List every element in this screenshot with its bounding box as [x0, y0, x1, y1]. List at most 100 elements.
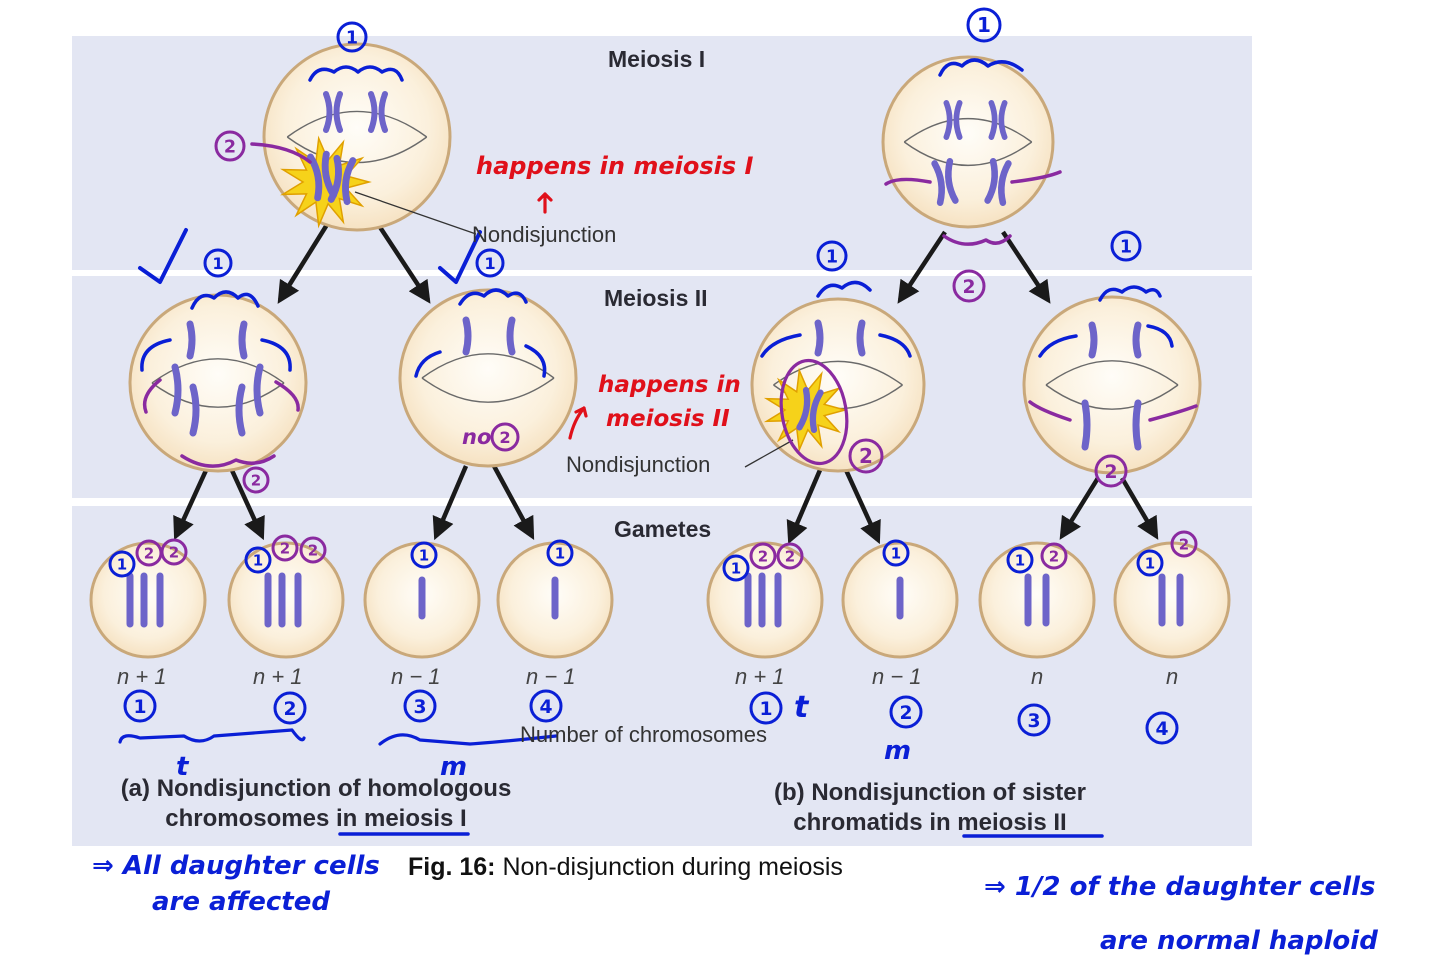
annotation-all-affected: ⇒ All daughter cells are affected	[92, 848, 380, 920]
gamete-marker-3: 2	[160, 538, 188, 566]
gamete-marker-8-digit: 1	[555, 544, 565, 562]
gamete-count-7: n	[1031, 664, 1044, 689]
arrow-2	[370, 213, 431, 304]
chromosome-meiosis1-b4-arm	[984, 158, 998, 204]
spindle-meiosis1-a	[286, 110, 428, 138]
move-arrow-11	[884, 177, 932, 186]
arrow-12	[1120, 476, 1159, 540]
brace-meiosis1-b	[938, 58, 1024, 77]
gamete-number-b-3-digit: 3	[1027, 711, 1040, 732]
gamete-number-a-2: 2	[273, 691, 307, 725]
circled-2-meiosis1-b: 2	[952, 269, 986, 303]
circled-2-meiosis1-b-digit: 2	[962, 277, 975, 298]
check-mark-1	[138, 228, 188, 284]
circled-1-meiosis2-d-digit: 1	[1120, 237, 1132, 257]
gamete-marker-6: 2	[299, 536, 327, 564]
gamete-number-a-4-ring	[529, 689, 563, 723]
gamete-marker-1: 1	[108, 550, 136, 578]
circled-2-meiosis2-a-digit: 2	[251, 471, 261, 489]
spindle-meiosis1-b	[903, 118, 1033, 143]
caption-a: (a) Nondisjunction of homologous chromos…	[86, 774, 546, 834]
caption-b-line2: chromatids in meiosis II	[793, 809, 1067, 836]
chromatid-m2d-3	[1081, 399, 1091, 451]
gamete-number-b-4: 4	[1145, 711, 1179, 745]
caption-b-line1: (b) Nondisjunction of sister	[774, 779, 1086, 806]
annotation-happens-meiosis-1: happens in meiosis I	[476, 152, 754, 180]
circled-1-meiosis2-b: 1	[475, 248, 505, 278]
gamete-number-a-1: 1	[123, 689, 157, 723]
gamete-marker-15: 1	[1136, 549, 1164, 577]
chromosome-meiosis1-b2-arm	[988, 100, 998, 140]
circled-2-meiosis1-a-ring	[214, 130, 246, 162]
nondisjunction-label-a: Nondisjunction	[472, 222, 617, 247]
circled-2-meiosis2-c-digit: 2	[859, 444, 873, 468]
annotation-happens-meiosis-2-line2: meiosis II	[606, 406, 730, 432]
annotation-half-normal-line2: are normal haploid	[1100, 926, 1378, 956]
gamete-cell-1	[89, 541, 207, 659]
circled-2-meiosis2-c: 2	[848, 438, 884, 474]
chromatid-m2a-5	[235, 383, 246, 437]
annotation-all-affected-line2: are affected	[152, 887, 330, 917]
chromatid-m2c-1	[814, 319, 824, 357]
gamete-marker-10: 2	[749, 542, 777, 570]
gamete-marker-5-digit: 2	[280, 539, 290, 557]
arrow-3	[897, 230, 947, 304]
circled-1-top-b-ring	[966, 7, 1002, 43]
gamete-marker-14-digit: 2	[1049, 547, 1059, 565]
chromatid-m2a-2	[238, 320, 248, 360]
move-arrow-6	[878, 333, 912, 358]
circled-1-meiosis2-d-ring	[1110, 230, 1142, 262]
gamete-number-b-1-ring	[749, 691, 783, 725]
gamete-number-b-1: 1	[749, 691, 783, 725]
number-of-chromosomes-label: Number of chromosomes	[520, 722, 767, 747]
chromosome-meiosis1-a1-arm	[333, 91, 343, 133]
circled-2-meiosis1-a: 2	[214, 130, 246, 162]
gamete-marker-9-digit: 1	[731, 559, 741, 577]
spindle-meiosis2-a	[151, 382, 285, 408]
brace-meiosis2-b	[458, 288, 528, 306]
gamete-number-a-1-digit: 1	[133, 697, 146, 718]
gamete-count-8: n	[1166, 664, 1179, 689]
chromosome-meiosis1-b4	[984, 158, 1012, 206]
gamete-marker-7: 1	[410, 541, 438, 569]
gamete-marker-6-ring	[299, 536, 327, 564]
circled-1-top-b: 1	[966, 7, 1002, 43]
annotation-m-b: m	[884, 736, 912, 766]
nondisjunction-pointer-b	[744, 439, 794, 468]
nondisjunction-label-b: Nondisjunction	[566, 452, 711, 477]
circled-2-no: 2	[490, 422, 520, 452]
figure-prefix: Fig. 16:	[408, 853, 496, 881]
pointer-to-nondisjunction-a	[250, 142, 312, 164]
annotation-half-normal: ⇒ 1/2 of the daughter cells are normal h…	[984, 860, 1378, 968]
gamete-marker-12-ring	[882, 539, 910, 567]
brace-meiosis2-c	[816, 280, 872, 298]
caption-a-line1: (a) Nondisjunction of homologous	[120, 775, 512, 802]
chromosome-meiosis1-b4-arm	[998, 160, 1012, 206]
gamete-number-b-3: 3	[1017, 703, 1051, 737]
brace-gametes-b	[378, 733, 558, 746]
circled-2-meiosis2-d: 2	[1094, 454, 1128, 488]
spindle-meiosis2-b	[421, 377, 555, 403]
brace-purple-1	[180, 454, 276, 468]
gamete-marker-13-digit: 1	[1015, 551, 1025, 569]
chromatid-m2a-1	[186, 320, 196, 360]
gamete-number-a-3: 3	[403, 689, 437, 723]
gamete-marker-15-ring	[1136, 549, 1164, 577]
circled-2-meiosis1-b-ring	[952, 269, 986, 303]
red-arrow-meiosis-1	[537, 192, 553, 214]
gamete-marker-11: 2	[776, 542, 804, 570]
move-arrow-1	[140, 338, 172, 372]
brace-meiosis1-a	[308, 65, 404, 82]
spindle-meiosis2-d	[1045, 360, 1179, 386]
brace-meiosis2-d	[1098, 285, 1162, 302]
chromosome-m2c-x-arm	[796, 386, 811, 431]
chromatid-m2d-4	[1132, 399, 1142, 451]
gamete-number-a-1-ring	[123, 689, 157, 723]
circled-1-meiosis2-b-ring	[475, 248, 505, 278]
gamete-marker-2-digit: 2	[144, 544, 154, 562]
circle-around-nondisjunction-b	[779, 358, 849, 466]
gamete-marker-16-ring	[1170, 530, 1198, 558]
chromosome-meiosis1-a1-arm	[323, 91, 333, 133]
arrow-7	[432, 465, 469, 541]
